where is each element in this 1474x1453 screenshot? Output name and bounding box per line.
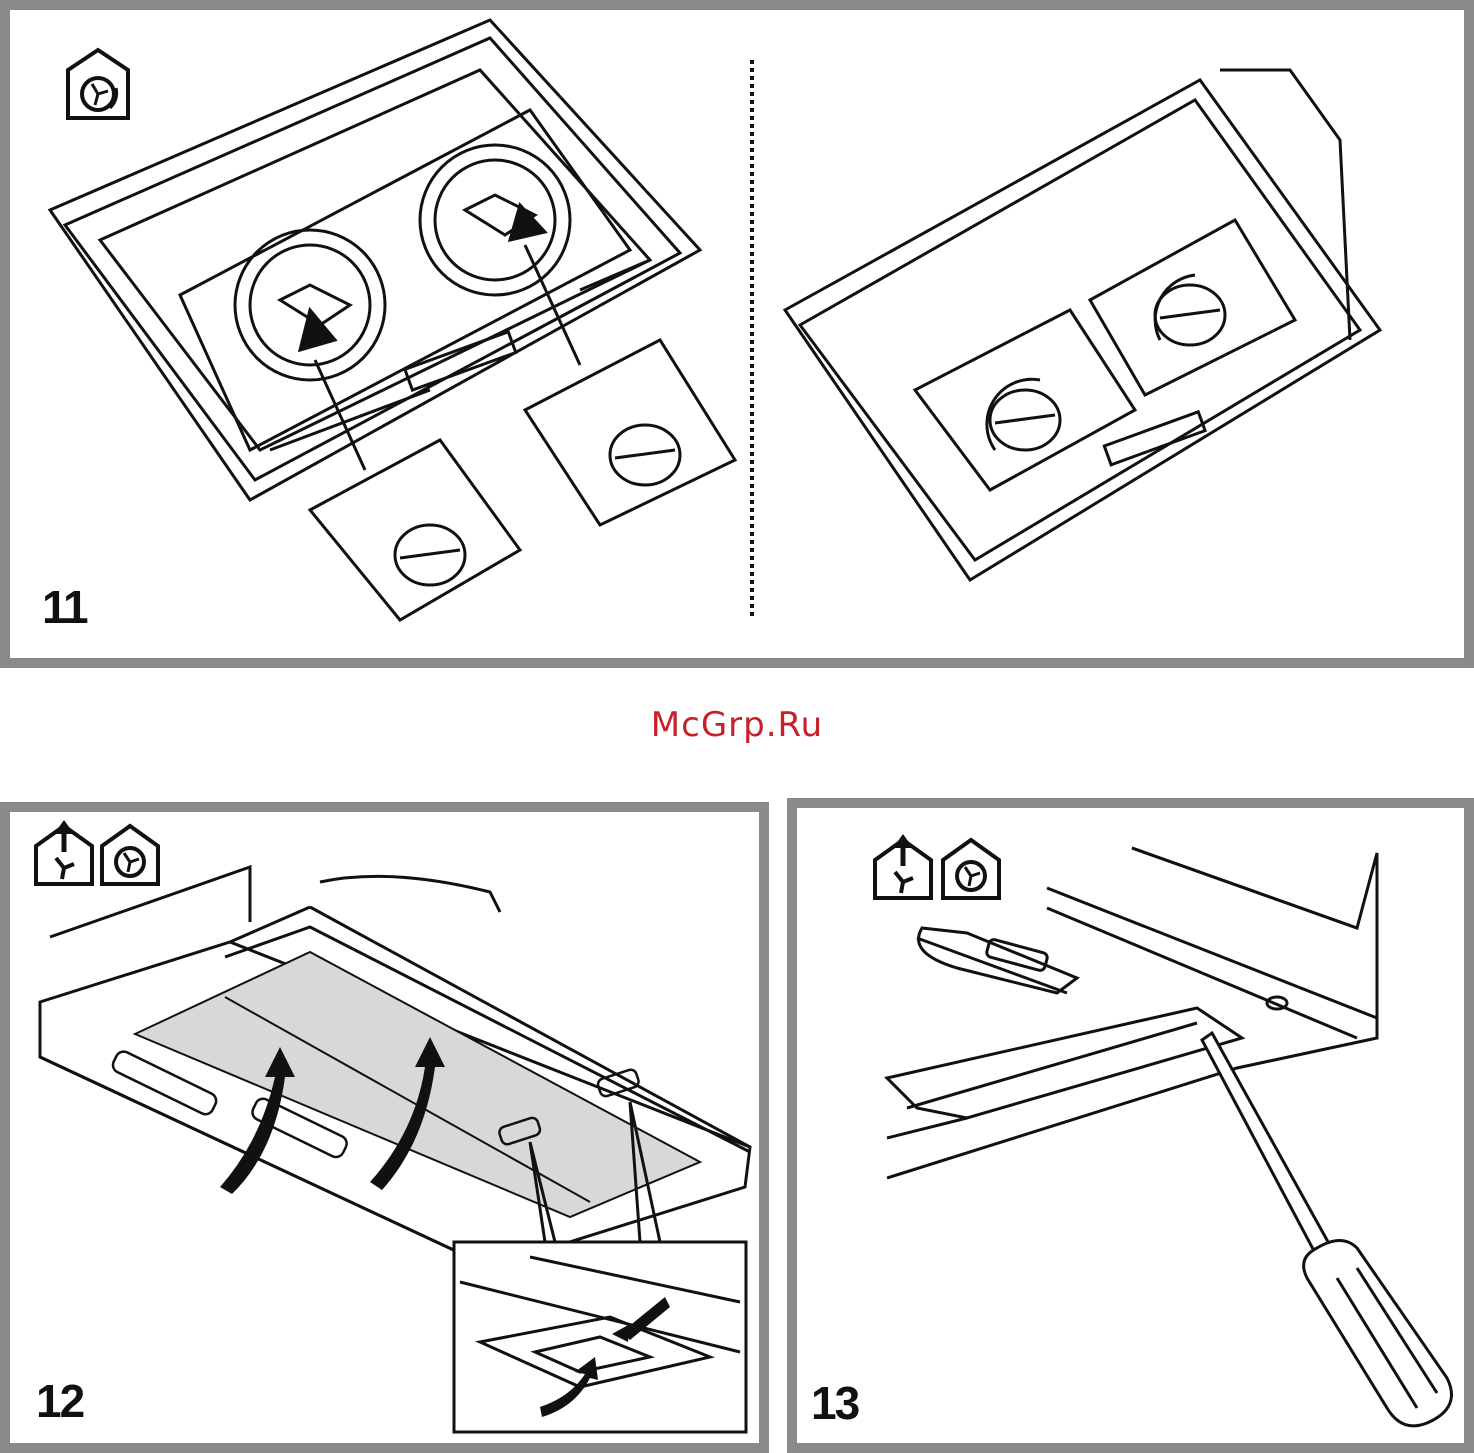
step-number-13: 13 — [811, 1376, 858, 1430]
panel-step-11: 11 — [0, 0, 1474, 668]
extraction-mode-icon — [875, 834, 931, 898]
watermark: McGrp.Ru — [0, 705, 1474, 745]
illustration-remove-lamp-cover — [797, 808, 1464, 1443]
illustration-install-carbon-filters — [10, 10, 1464, 658]
panel-step-13: 13 — [787, 798, 1474, 1453]
recirculation-mode-icon — [943, 840, 999, 898]
carbon-filter-right — [525, 340, 735, 525]
recirculation-mode-icon — [102, 826, 158, 884]
step-number-11: 11 — [42, 580, 87, 634]
screwdriver — [1202, 1033, 1452, 1426]
extraction-mode-icon — [36, 820, 92, 884]
step-number-12: 12 — [36, 1374, 83, 1428]
hood-right — [785, 70, 1380, 580]
panel-step-12: 12 — [0, 802, 769, 1453]
carbon-filter-left — [310, 440, 520, 620]
recirculation-mode-icon — [68, 50, 128, 118]
illustration-remove-grease-filter — [10, 812, 759, 1443]
